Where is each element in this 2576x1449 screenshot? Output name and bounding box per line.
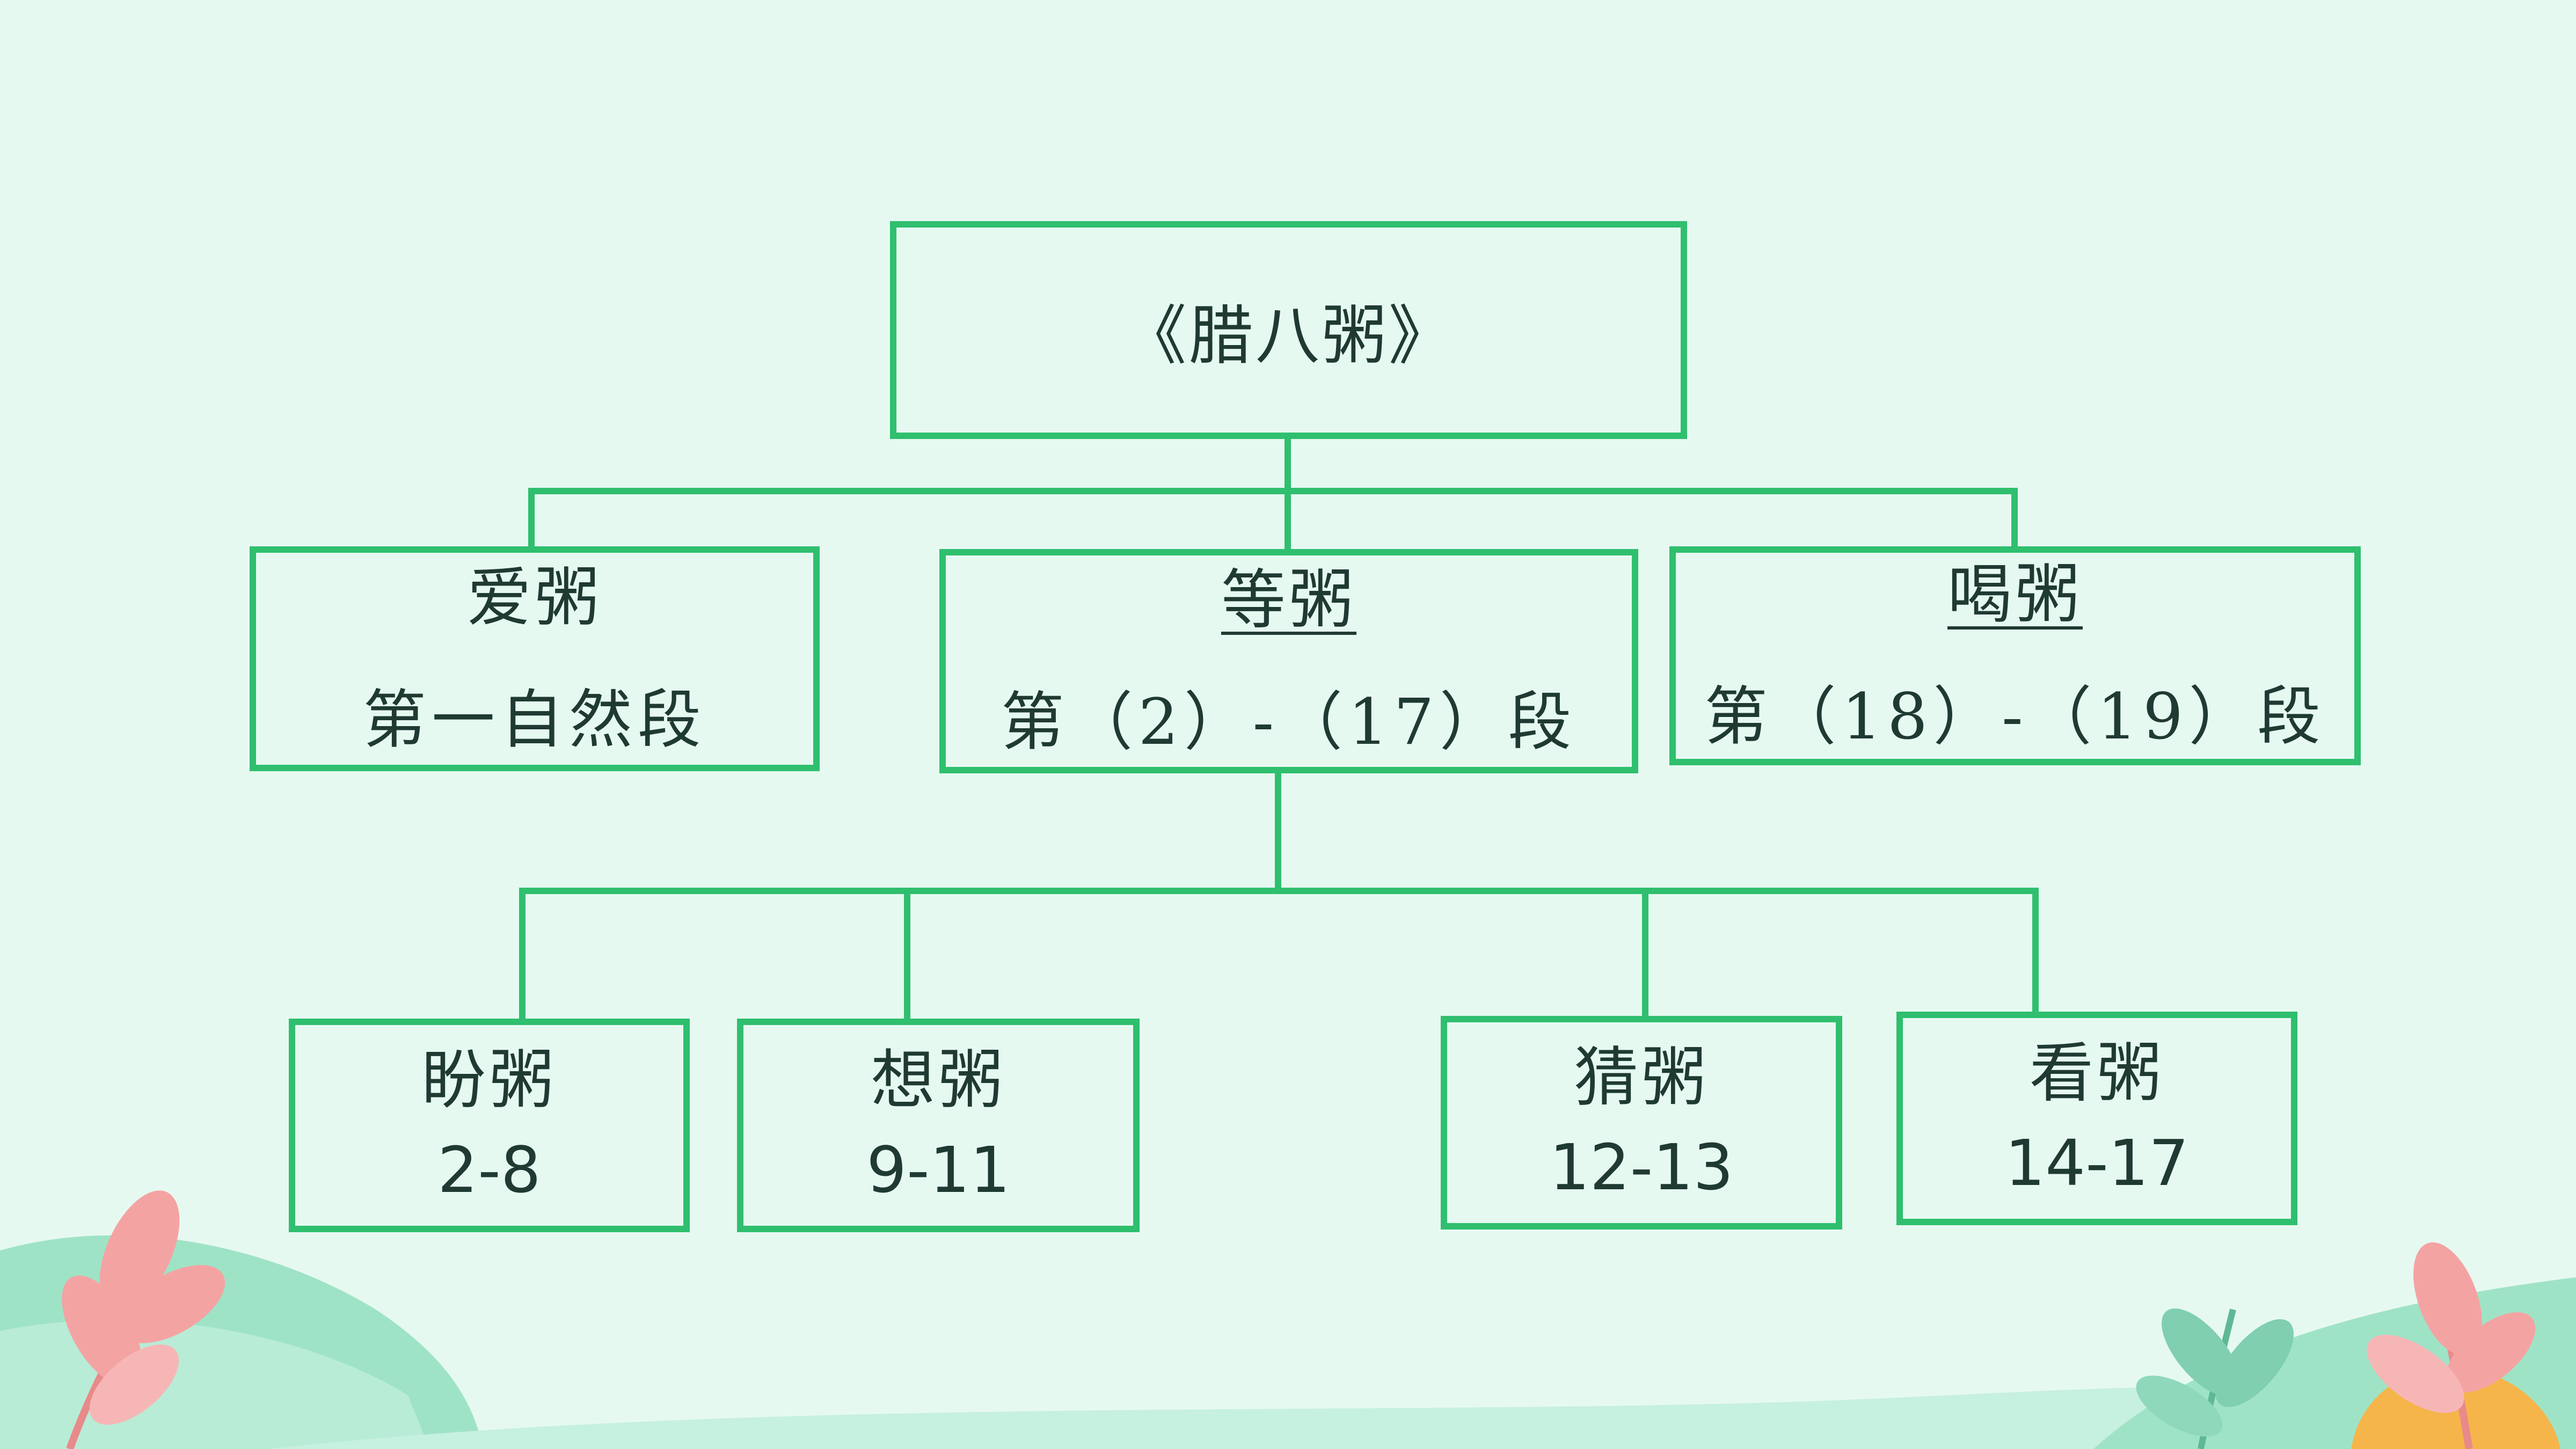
section-name: 爱粥	[467, 560, 602, 635]
root-box: 《腊八粥》	[890, 221, 1687, 439]
subsection-name: 看粥	[2029, 1036, 2165, 1111]
subsection-box-4: 看粥 14-17	[1896, 1012, 2297, 1225]
hill-bottom	[268, 1387, 2362, 1449]
subsection-name: 盼粥	[421, 1043, 557, 1118]
diagram-title: 《腊八粥》	[1122, 299, 1455, 374]
plant-left-icon	[62, 1190, 225, 1449]
subsection-box-3: 猜粥 12-13	[1441, 1016, 1842, 1230]
section-paragraphs: 第（18）-（19）段	[1704, 679, 2326, 754]
section-box-2: 等粥 第（2）-（17）段	[939, 549, 1638, 773]
section-box-3: 喝粥 第（18）-（19）段	[1669, 546, 2361, 765]
subsection-range: 9-11	[866, 1133, 1010, 1208]
section-paragraphs: 第一自然段	[362, 682, 706, 757]
subsection-range: 12-13	[1549, 1130, 1734, 1205]
subsection-box-1: 盼粥 2-8	[289, 1019, 690, 1232]
subsection-range: 2-8	[437, 1133, 541, 1208]
section-box-1: 爱粥 第一自然段	[250, 546, 820, 771]
subsection-name: 想粥	[871, 1043, 1006, 1118]
subsection-box-2: 想粥 9-11	[737, 1019, 1140, 1232]
section-paragraphs: 第（2）-（17）段	[1001, 685, 1577, 759]
subsection-range: 14-17	[2005, 1126, 2189, 1201]
subsection-name: 猜粥	[1574, 1041, 1709, 1116]
plant-right-icon	[2136, 1242, 2536, 1449]
section-name: 喝粥	[1947, 558, 2083, 633]
section-name: 等粥	[1221, 563, 1356, 638]
